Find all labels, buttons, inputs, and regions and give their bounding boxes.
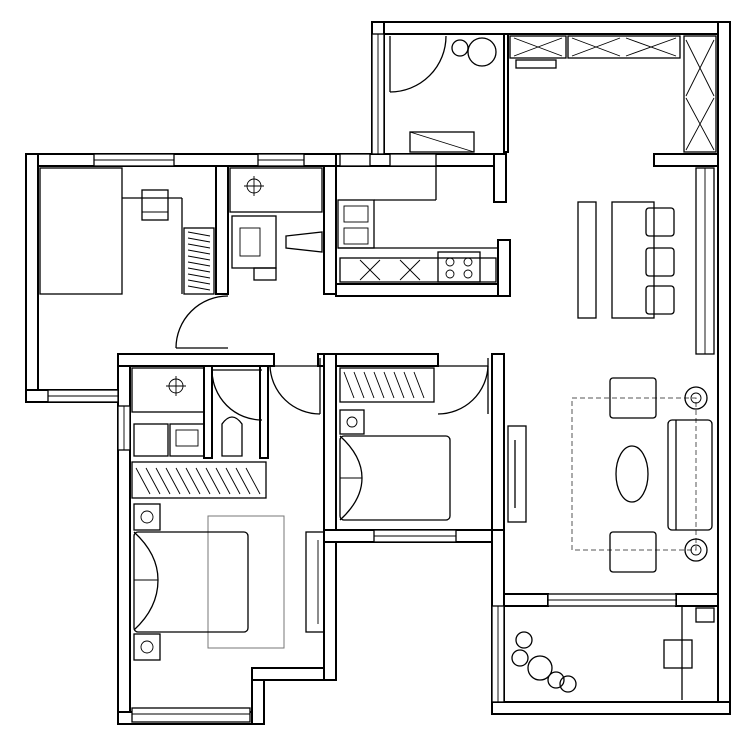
kitchen xyxy=(337,166,498,283)
windows xyxy=(47,33,715,723)
balcony xyxy=(511,606,715,700)
bathroom-lower xyxy=(131,367,243,457)
wardrobe-hangers xyxy=(187,231,211,291)
doors xyxy=(175,35,489,421)
living-area xyxy=(507,377,713,573)
bathroom-upper xyxy=(229,167,323,281)
dining-area xyxy=(577,201,675,319)
study-bedroom xyxy=(39,167,215,295)
entry-cabinets xyxy=(409,35,717,153)
bedroom-secondary xyxy=(339,367,451,521)
master-bedroom xyxy=(131,461,325,661)
